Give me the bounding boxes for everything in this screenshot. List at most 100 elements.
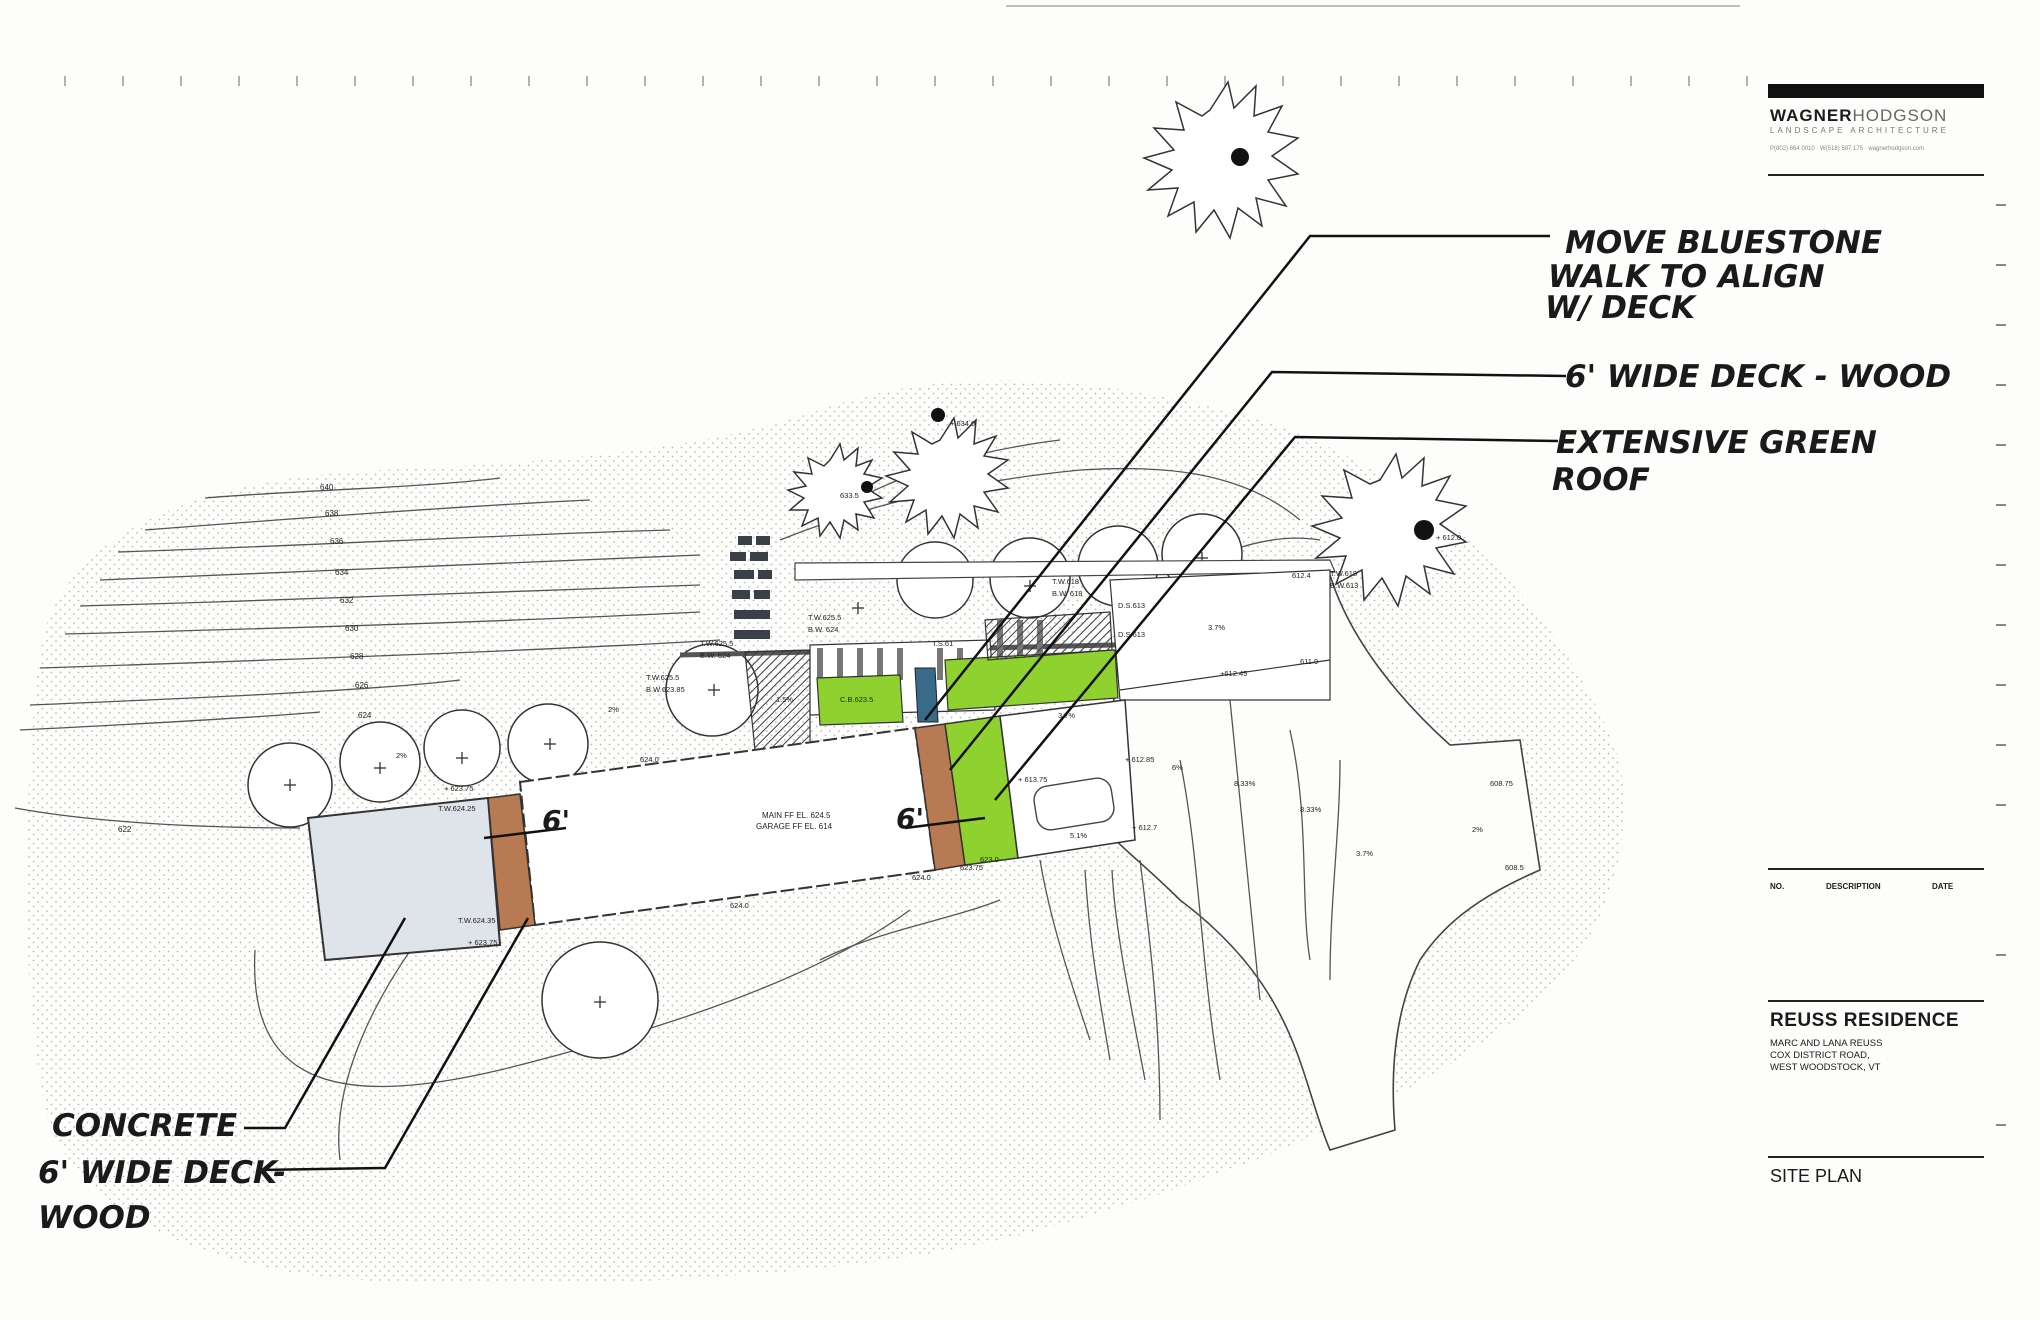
svg-text:T.S.61: T.S.61 bbox=[932, 639, 953, 648]
margin-tick bbox=[1996, 744, 2006, 746]
margin-tick bbox=[1996, 504, 2006, 506]
margin-tick bbox=[1996, 1124, 2006, 1126]
annotation-green-roof-1: EXTENSIVE GREEN bbox=[1556, 425, 1877, 461]
leader-lines bbox=[244, 234, 1567, 1172]
margin-tick bbox=[1996, 804, 2006, 806]
svg-text:+ 612.0: + 612.0 bbox=[1436, 533, 1461, 542]
green-roof-upper-left bbox=[816, 674, 904, 726]
svg-text:T.W.625.5: T.W.625.5 bbox=[808, 613, 841, 622]
project-title: REUSS RESIDENCE bbox=[1770, 1010, 1960, 1031]
concrete-patio bbox=[306, 796, 502, 962]
svg-text:8.33%: 8.33% bbox=[1300, 805, 1322, 814]
project-town: WEST WOODSTOCK, VT bbox=[1770, 1062, 1881, 1073]
svg-text:B.W.613: B.W.613 bbox=[1330, 581, 1358, 590]
svg-text:2%: 2% bbox=[608, 705, 619, 714]
svg-text:1.5%: 1.5% bbox=[776, 695, 793, 704]
svg-text:D.S.613: D.S.613 bbox=[1118, 630, 1145, 639]
annotation-move-walk-2: WALK TO ALIGN bbox=[1548, 259, 1825, 295]
svg-text:2%: 2% bbox=[396, 751, 407, 760]
upper-terrace bbox=[794, 559, 1336, 581]
margin-tick bbox=[1996, 444, 2006, 446]
svg-text:3.7%: 3.7% bbox=[1356, 849, 1373, 858]
sheet-rule bbox=[1768, 1156, 1984, 1158]
svg-text:608.75: 608.75 bbox=[1490, 779, 1513, 788]
revision-header-no: NO. bbox=[1770, 882, 1785, 891]
tree-canopy bbox=[1141, 80, 1300, 240]
svg-text:T.W.618: T.W.618 bbox=[1052, 577, 1079, 586]
firm-name-bold: WAGNER bbox=[1770, 106, 1853, 125]
svg-text:B.W. 624: B.W. 624 bbox=[700, 651, 730, 660]
tree-trunks bbox=[861, 148, 1434, 540]
svg-text:623.75: 623.75 bbox=[960, 863, 983, 872]
deck-wood-left bbox=[487, 793, 536, 931]
car-icon bbox=[1033, 777, 1115, 831]
tree-canopy bbox=[785, 442, 884, 540]
svg-text:B.W. 618: B.W. 618 bbox=[1052, 589, 1082, 598]
margin-tick bbox=[1996, 564, 2006, 566]
tree-canopy bbox=[883, 416, 1010, 541]
deck-dimension-marks bbox=[483, 816, 986, 840]
svg-text:638: 638 bbox=[325, 509, 339, 518]
deck-dimension-left: 6' bbox=[542, 804, 570, 837]
revision-rule bbox=[1768, 868, 1984, 870]
bluestone-steps bbox=[730, 536, 772, 639]
svg-text:636: 636 bbox=[330, 537, 344, 546]
svg-text:T.W.625.5: T.W.625.5 bbox=[646, 673, 679, 682]
svg-text:T.W.625.5: T.W.625.5 bbox=[700, 639, 733, 648]
margin-tick bbox=[1996, 624, 2006, 626]
svg-text:623.0: 623.0 bbox=[980, 855, 999, 864]
border-ticks bbox=[64, 76, 1748, 86]
margin-tick bbox=[1996, 324, 2006, 326]
svg-text:612.4: 612.4 bbox=[1292, 571, 1311, 580]
annotation-concrete: CONCRETE bbox=[52, 1108, 237, 1144]
margin-tick bbox=[1996, 954, 2006, 956]
tree-canopy bbox=[1309, 452, 1468, 608]
firm-logo: WAGNERHODGSON bbox=[1770, 106, 1947, 126]
svg-text:+ 612.7: + 612.7 bbox=[1132, 823, 1157, 832]
svg-text:T.W.624.35: T.W.624.35 bbox=[458, 916, 496, 925]
spot-elevations: T.W.624.25 T.W.624.35 + 623.75 624.0 624… bbox=[438, 419, 1524, 947]
title-block-bar bbox=[1768, 84, 1984, 98]
sheet-title: SITE PLAN bbox=[1770, 1166, 1863, 1186]
slope-labels: 2% 2% 1.5% 3.7% 3.7% 5.1% 6% 8.33% 8.33%… bbox=[396, 623, 1483, 858]
floor-elevation-main: MAIN FF EL. 624.5 bbox=[762, 811, 831, 820]
annotation-green-roof-2: ROOF bbox=[1552, 462, 1650, 498]
svg-text:+ 623.75: + 623.75 bbox=[444, 784, 473, 793]
annotation-move-walk-3: W/ DECK bbox=[1545, 290, 1697, 326]
svg-text:630: 630 bbox=[345, 624, 359, 633]
margin-tick bbox=[1996, 264, 2006, 266]
firm-contact: P(802) 864 0010 · W(518) 587 175 · wagne… bbox=[1770, 146, 1925, 152]
svg-text:611.9: 611.9 bbox=[1300, 657, 1318, 666]
firm-subtitle: LANDSCAPE ARCHITECTURE bbox=[1770, 126, 1949, 135]
annotation-deck-wood-top: 6' WIDE DECK - WOOD bbox=[1565, 359, 1951, 395]
svg-text:+ 634.0: + 634.0 bbox=[950, 419, 975, 428]
contour-lines bbox=[14, 439, 1341, 1161]
svg-text:3.7%: 3.7% bbox=[1058, 711, 1075, 720]
svg-text:632: 632 bbox=[340, 596, 354, 605]
margin-tick bbox=[1996, 384, 2006, 386]
floor-elevation-garage: GARAGE FF EL. 614 bbox=[756, 822, 833, 831]
svg-text:608.5: 608.5 bbox=[1505, 863, 1524, 872]
svg-text:628: 628 bbox=[350, 652, 364, 661]
title-block-rule bbox=[1768, 174, 1984, 176]
margin-tick bbox=[1996, 684, 2006, 686]
svg-text:3.7%: 3.7% bbox=[1208, 623, 1225, 632]
svg-text:2%: 2% bbox=[1472, 825, 1483, 834]
svg-text:640: 640 bbox=[320, 483, 334, 492]
svg-text:624: 624 bbox=[358, 711, 372, 720]
svg-text:624.0: 624.0 bbox=[730, 901, 749, 910]
svg-text:D.S.613: D.S.613 bbox=[1118, 601, 1145, 610]
svg-text:+ 623.75: + 623.75 bbox=[468, 938, 497, 947]
project-road: COX DISTRICT ROAD, bbox=[1770, 1050, 1870, 1061]
tree-canopy bbox=[423, 709, 501, 787]
contour-labels: 640 638 636 634 632 630 628 626 624 622 bbox=[118, 483, 372, 834]
svg-text:634: 634 bbox=[335, 568, 349, 577]
svg-text:+ 613.75: + 613.75 bbox=[1018, 775, 1047, 784]
tree-canopy bbox=[896, 541, 974, 619]
title-block: WAGNERHODGSON LANDSCAPE ARCHITECTURE P(8… bbox=[1768, 84, 2006, 1214]
upper-deck-hatch bbox=[984, 611, 1113, 661]
svg-text:624.0: 624.0 bbox=[912, 873, 931, 882]
svg-text:8.33%: 8.33% bbox=[1234, 779, 1256, 788]
